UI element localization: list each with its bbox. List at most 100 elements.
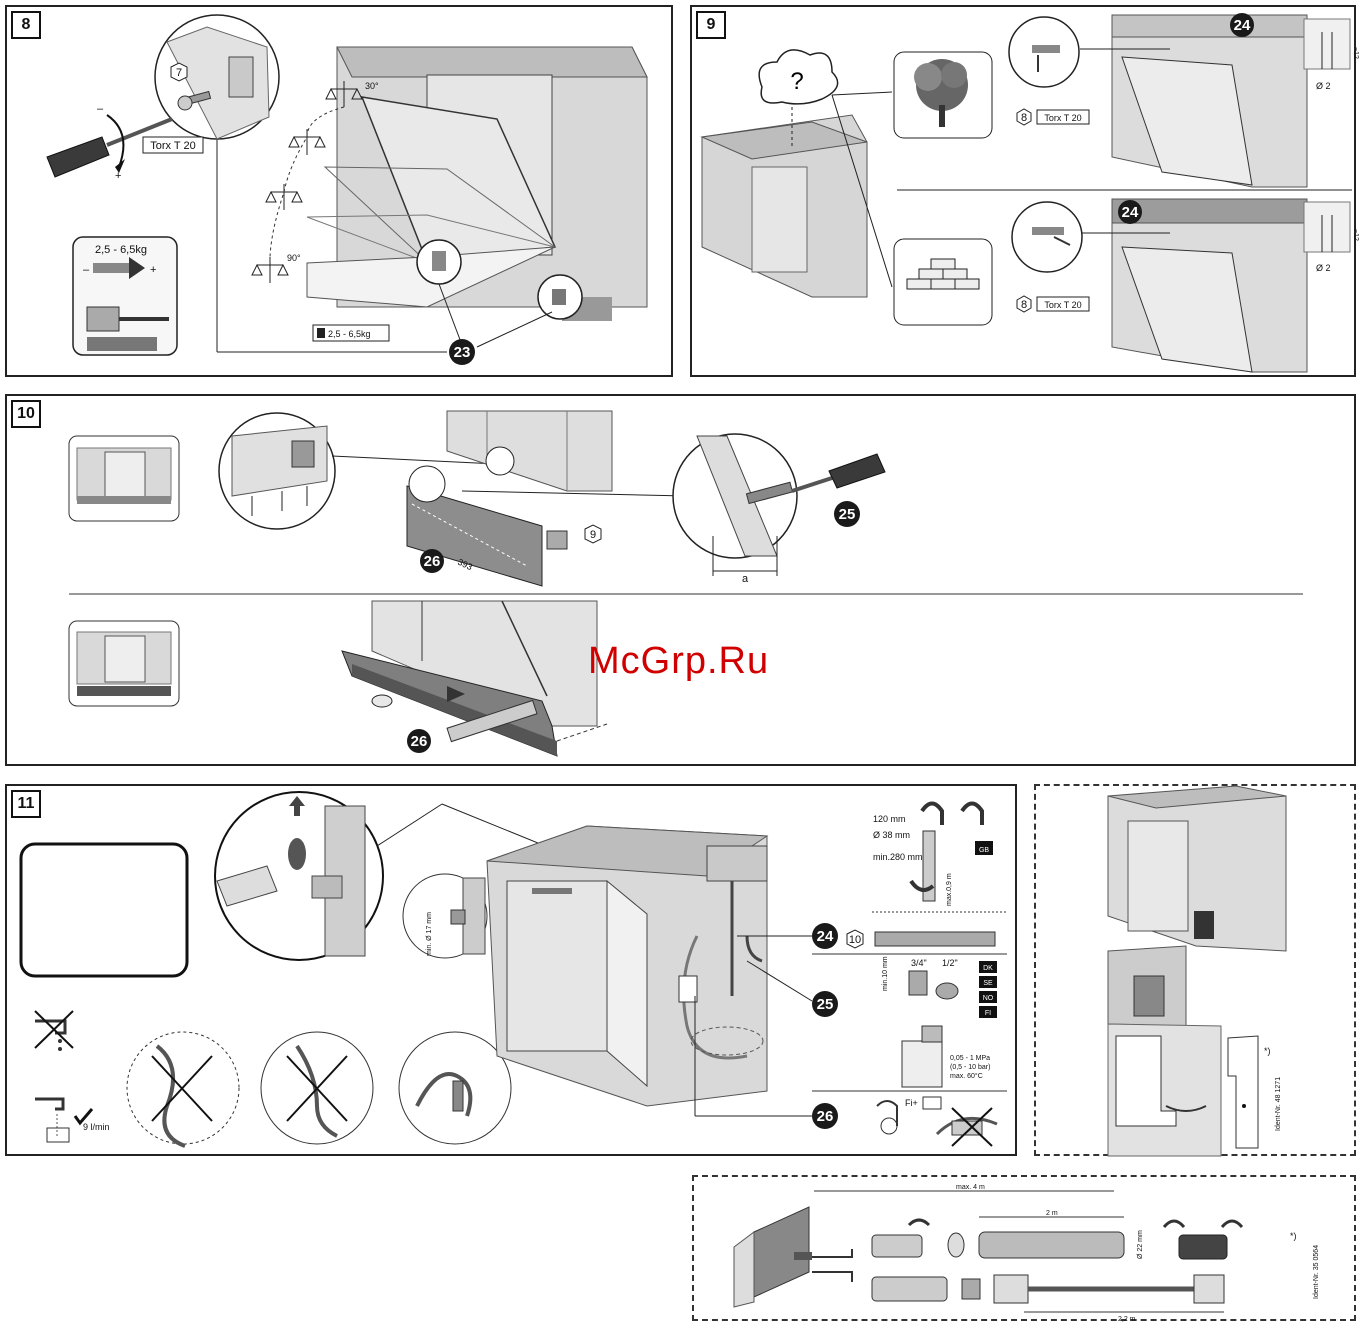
step-number: 10 [11, 400, 41, 428]
torx-box [142, 136, 204, 154]
wooden-countertop [1111, 14, 1308, 38]
screw-icon [177, 90, 212, 111]
hose-bend-icon [920, 801, 984, 825]
ident-number: Ident-Nr. 35 0564 [1313, 1245, 1320, 1299]
weight-box [312, 324, 390, 342]
cabinet-base [446, 410, 613, 492]
hose-extension-diagram: max. 4 m 2 m Ø 22 mm 2,2 m Ident-Nr. 35 … [733, 1184, 1320, 1323]
thread-34: 3/4" [911, 958, 927, 968]
spring-part [552, 289, 566, 305]
callout-24-bottom-label: 24 [1122, 204, 1139, 221]
dim-120: 120 mm [873, 814, 906, 824]
washer-icon [288, 838, 306, 870]
callout-26-label: 26 [817, 1108, 834, 1125]
torx-label-bottom: Torx T 20 [1044, 300, 1081, 310]
weight-icon [317, 328, 325, 338]
ruler-strip [446, 699, 538, 743]
fix-sign-icon [922, 1096, 942, 1110]
dim-top-a: ~12 [1352, 47, 1359, 59]
cover-bracket-loose [1227, 1035, 1259, 1149]
callout-25 [834, 501, 860, 527]
pressure-line-1: 0,05 - 1 MPa [950, 1055, 990, 1062]
dishwasher-door-bottom [1121, 246, 1253, 373]
hex-part-number: 10 [849, 934, 861, 946]
drill-detail-top [1303, 18, 1351, 70]
dia22-label: Ø 22 mm [1137, 1230, 1144, 1259]
sink [706, 845, 768, 882]
callout-24-top-label: 24 [1234, 17, 1251, 34]
thread-12: 1/2" [942, 958, 958, 968]
dishwasher-side [1127, 820, 1189, 932]
callout-25 [812, 991, 838, 1017]
min-diameter-label: min. Ø 17 mm [426, 912, 433, 956]
hose-extension-panel: max. 4 m 2 m Ø 22 mm 2,2 m Ident-Nr. 35 … [692, 1175, 1356, 1323]
bracket-detail-bottom [1011, 201, 1083, 273]
connector-set [874, 931, 996, 947]
drain-extension-hose [978, 1231, 1125, 1259]
fitting-34 [908, 970, 928, 996]
dim-a: a [742, 573, 749, 585]
hose-clamp-4 [1220, 1219, 1244, 1229]
dishwasher-front [506, 880, 608, 1052]
len22-label: 2,2 m [1118, 1316, 1136, 1323]
water-connection-diagram: 9 l/min min. Ø 17 mm [19, 791, 1007, 1148]
weight-label: 2,5 - 6,5kg [328, 329, 371, 339]
dim-bottom-a: ~12 [1352, 229, 1359, 241]
inlet-nut-1 [993, 1274, 1029, 1304]
question-cloud [758, 49, 839, 105]
screwdriver-icon [791, 453, 886, 493]
hinge-bracket [166, 26, 270, 140]
step-8-panel: 8 30° 90° 2,5 - 6,5kg 23 [5, 5, 673, 377]
inlet-nut-2 [1193, 1274, 1225, 1304]
len2-label: 2 m [1046, 1210, 1058, 1217]
bracket-top [1032, 45, 1060, 53]
balance-icon-2 [288, 129, 326, 155]
tree-icon [914, 59, 968, 127]
tape-roll-icon [371, 694, 393, 708]
spring-range-label: 2,5 - 6,5kg [95, 244, 147, 256]
outlet-icon [880, 1117, 898, 1135]
badge-fi [979, 1006, 997, 1018]
side-cover-diagram: Ident-Nr. 48 1271 *) [1107, 785, 1287, 1157]
water-block [901, 1040, 943, 1088]
bracket-bottom [1032, 227, 1064, 235]
tap-no-flow-icon [34, 1010, 74, 1051]
badge-fi-label: FI [985, 1010, 991, 1017]
badge-dk [979, 961, 997, 973]
badge-gb-label: GB [979, 847, 989, 854]
sink-cabinet-door [606, 879, 648, 1088]
callout-26-bottom [407, 729, 431, 753]
spring-block [86, 306, 120, 332]
balance-icon-3 [265, 184, 303, 210]
torx-label-top: Torx T 20 [1044, 113, 1081, 123]
drain-connector [1178, 1234, 1228, 1260]
callout-24-bottom [1118, 200, 1142, 224]
siphon-pipe [922, 830, 936, 902]
dim-max09: max.0,9 m [946, 873, 953, 906]
callout-26-top-label: 26 [424, 553, 441, 570]
inlet-fitting [961, 1278, 981, 1300]
hex-part-number: 9 [590, 529, 596, 541]
hex-part-icon [846, 929, 864, 949]
hose-clamp-1 [907, 1218, 931, 1227]
callout-26-bottom-label: 26 [411, 733, 428, 750]
hex-part-number: 7 [176, 67, 182, 79]
hinge-part [432, 251, 446, 271]
dim-min280: min.280 mm [873, 852, 923, 862]
ident-number: Ident-Nr. 48 1271 [1275, 1077, 1282, 1131]
callout-23-label: 23 [454, 344, 471, 361]
plinth-bracket [546, 530, 568, 550]
plus-sign-bottom: + [115, 170, 121, 182]
dishwasher-front [751, 166, 808, 273]
cover-bracket-mounted [1115, 1035, 1177, 1127]
callout-25-label: 25 [817, 996, 834, 1013]
dim-38: Ø 38 mm [873, 830, 910, 840]
torx-label: Torx T 20 [150, 140, 195, 152]
callout-24-label: 24 [817, 928, 834, 945]
minus-sign: – [83, 264, 90, 276]
hose-clamp-2 [947, 1232, 965, 1258]
countertop-material-diagram: ? 8 Torx T 20 24 ~12 Ø 2 [700, 13, 1359, 373]
callout-23 [449, 339, 475, 365]
question-mark: ? [790, 68, 803, 95]
screwdriver-icon [46, 114, 173, 178]
